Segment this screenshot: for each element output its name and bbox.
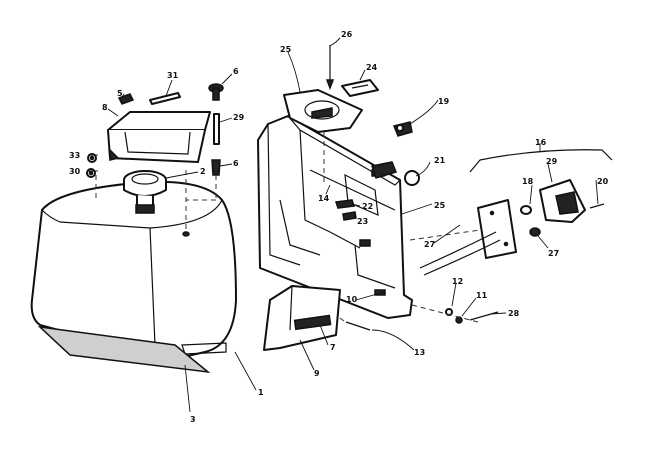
nut-11 <box>455 316 463 324</box>
plate-24 <box>341 79 379 97</box>
taillight-housing <box>539 179 586 223</box>
callout-11: 11 <box>476 291 488 300</box>
taillight-screw <box>589 203 605 209</box>
bulb-socket <box>520 205 541 237</box>
console-frame <box>257 115 413 319</box>
callout-13: 13 <box>414 348 425 357</box>
callout-3: 3 <box>190 415 196 424</box>
callout-24: 24 <box>366 63 378 72</box>
fuel-gauge-cap <box>123 170 167 214</box>
foam-pad <box>37 325 211 374</box>
callout-25-top: 25 <box>280 45 292 54</box>
callout-16: 16 <box>535 138 547 147</box>
callout-29-housing: 29 <box>546 157 558 166</box>
taillight-bracket <box>477 199 517 259</box>
fastener-stack <box>186 83 224 201</box>
callout-28: 28 <box>508 309 520 318</box>
callout-10: 10 <box>346 295 358 304</box>
gasket-5 <box>117 93 135 105</box>
callout-14: 14 <box>318 194 330 203</box>
bolt-28 <box>469 311 499 321</box>
switch-21 <box>371 161 420 186</box>
callout-27-wire: 27 <box>424 240 435 249</box>
fastener-axis <box>411 304 479 323</box>
callout-9: 9 <box>314 369 320 378</box>
switch-22 <box>334 199 356 209</box>
callout-26: 26 <box>341 30 353 39</box>
callout-27-bulb: 27 <box>548 249 559 258</box>
callout-5: 5 <box>117 89 123 98</box>
assembly-brace <box>469 149 613 173</box>
callout-25-side: 25 <box>434 201 446 210</box>
callout-22: 22 <box>362 202 373 211</box>
callout-20: 20 <box>597 177 609 186</box>
callout-labels: 33 30 8 5 31 6 29 6 2 3 1 26 25 24 19 21… <box>69 30 609 424</box>
callout-8: 8 <box>102 103 108 112</box>
callout-29-pin: 29 <box>233 113 245 122</box>
grommet-33 <box>87 153 97 163</box>
switch-19 <box>392 121 413 137</box>
lead-wire-13 <box>339 317 371 331</box>
callout-23: 23 <box>357 217 368 226</box>
callout-18: 18 <box>522 177 534 186</box>
screw-26 <box>325 45 335 91</box>
grommet-30 <box>86 168 96 178</box>
callout-30: 30 <box>69 167 81 176</box>
leader-lines <box>88 37 599 413</box>
callout-21: 21 <box>434 156 446 165</box>
wire-harness <box>409 229 501 276</box>
callout-2: 2 <box>200 167 206 176</box>
callout-19: 19 <box>438 97 450 106</box>
callout-1: 1 <box>258 388 264 397</box>
callout-6-bottom: 6 <box>233 159 239 168</box>
instrument-panel <box>263 285 341 351</box>
tank-bracket <box>107 111 211 163</box>
callout-6-top: 6 <box>233 67 239 76</box>
strap-31 <box>149 92 181 105</box>
callout-31: 31 <box>167 71 179 80</box>
callout-12: 12 <box>452 277 463 286</box>
callout-33: 33 <box>69 151 80 160</box>
callout-7: 7 <box>330 343 336 352</box>
